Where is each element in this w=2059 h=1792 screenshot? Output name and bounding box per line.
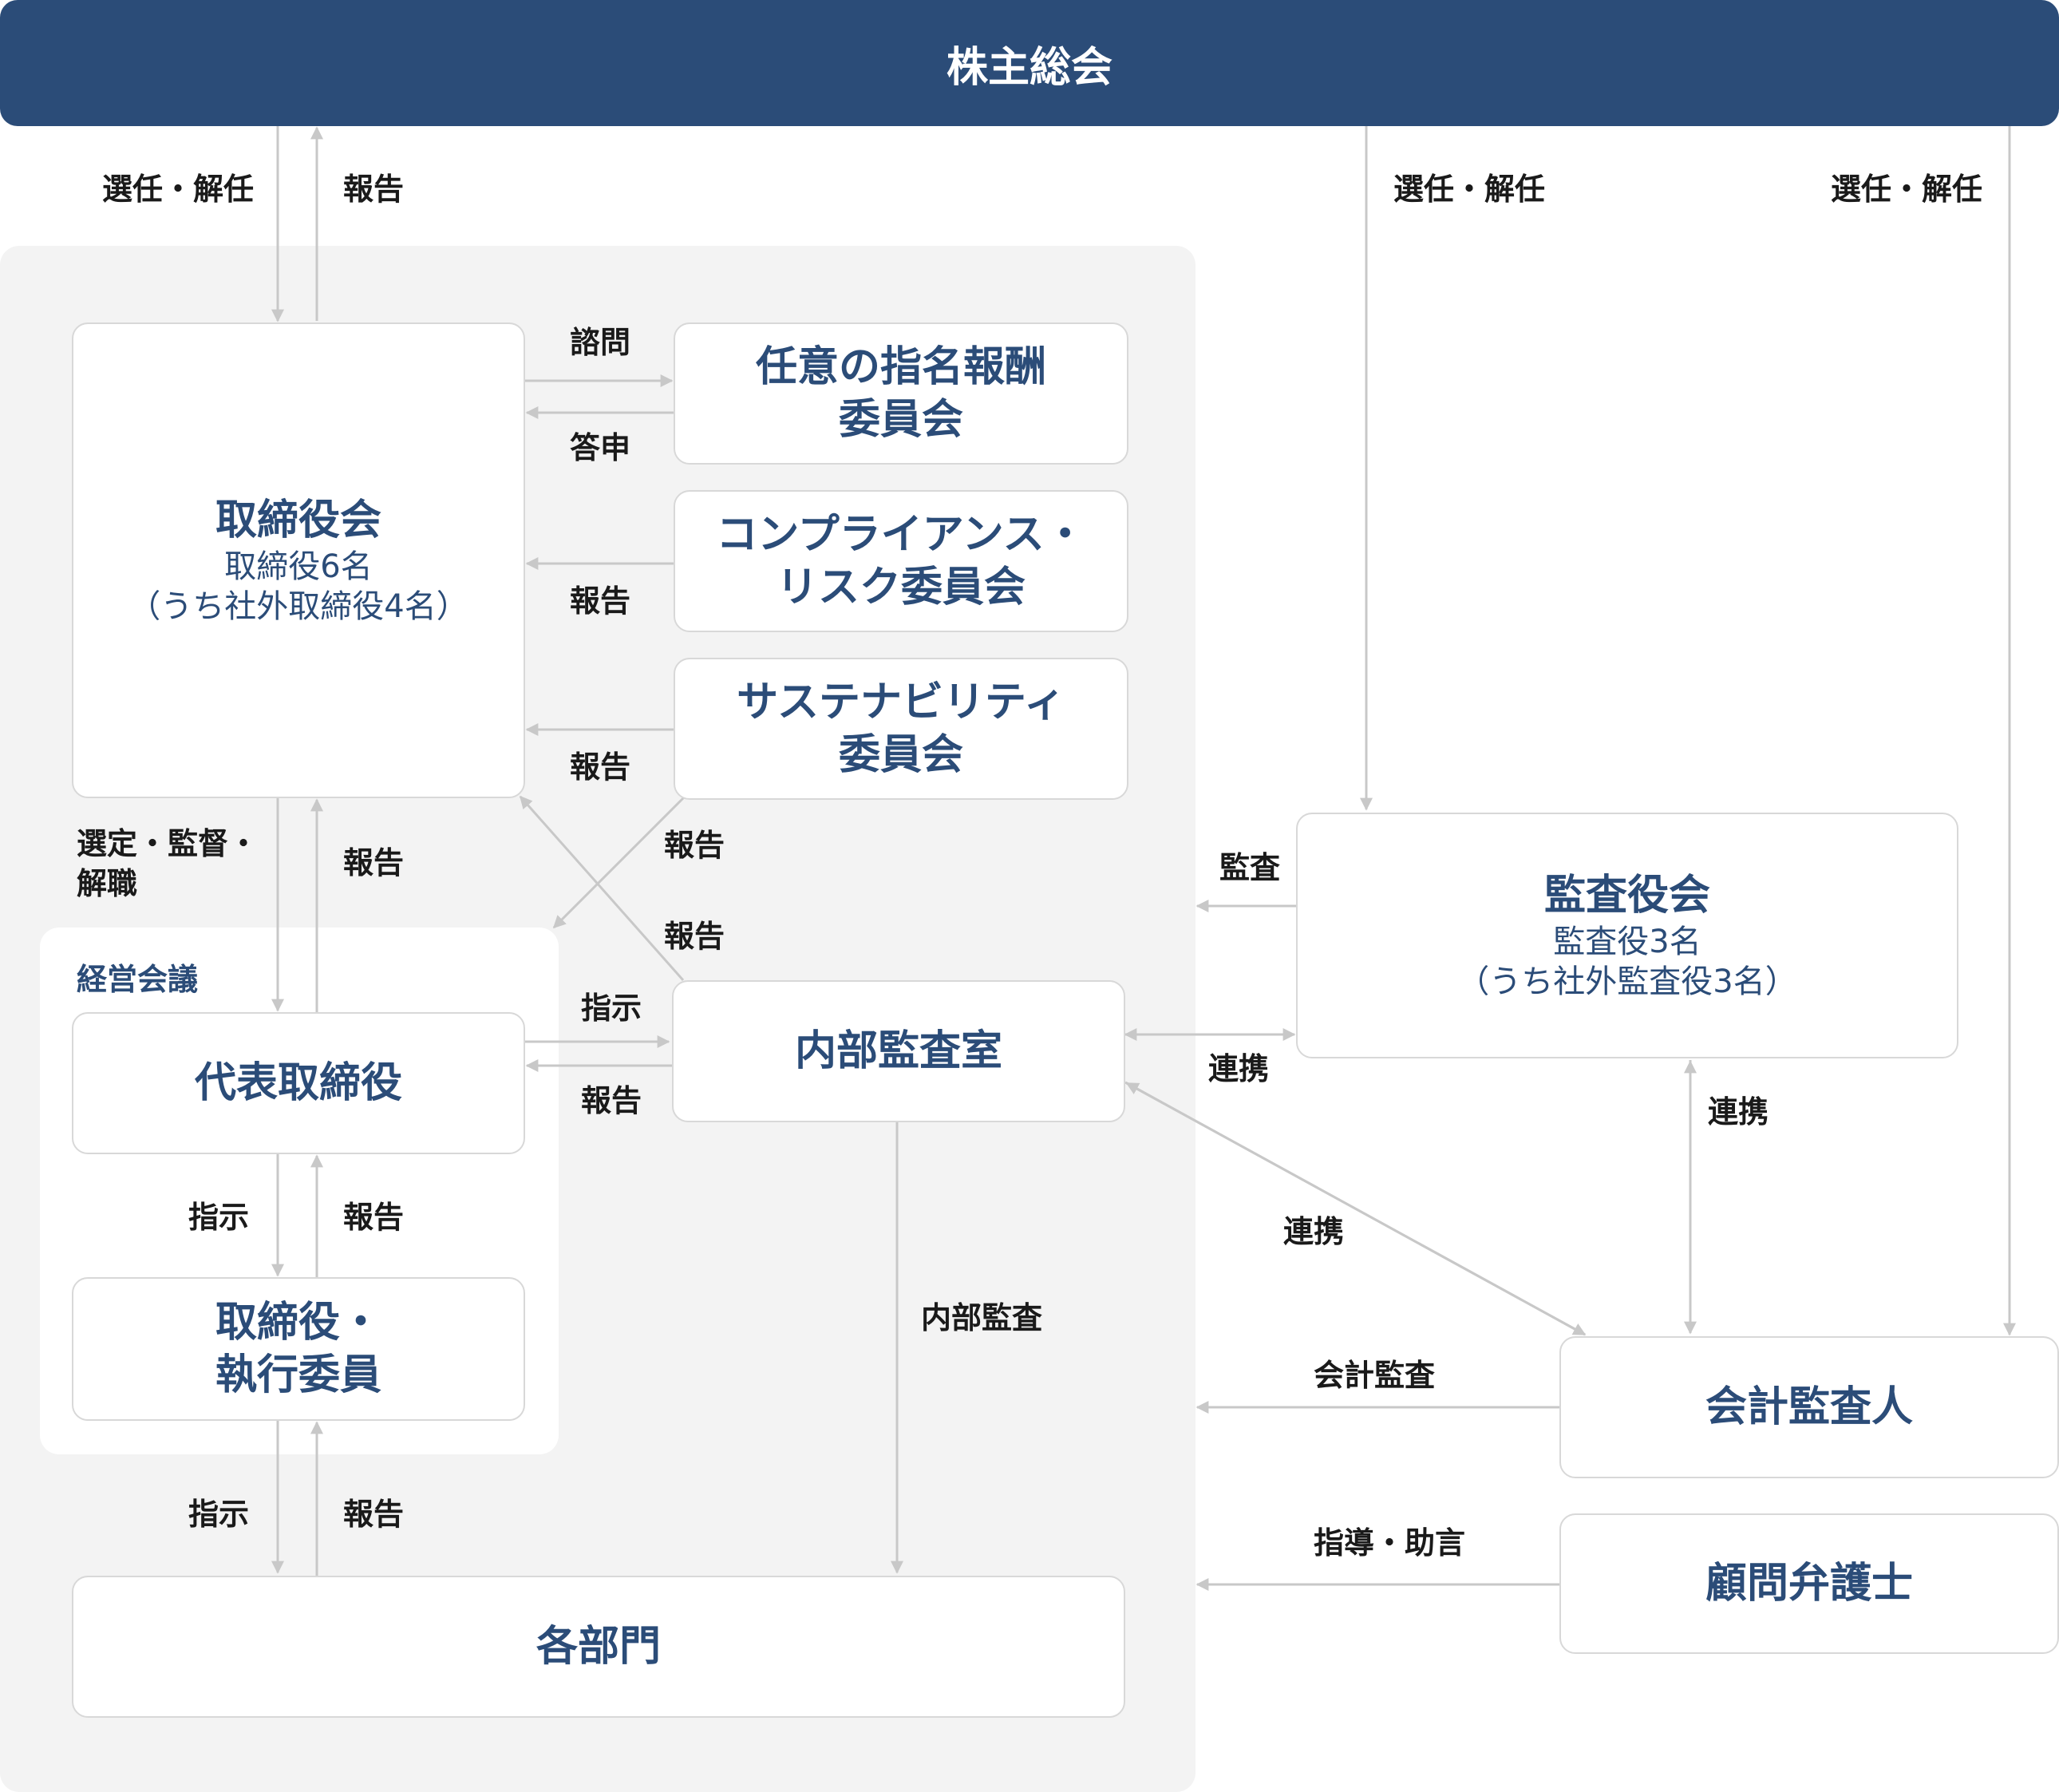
- nomination-line2: 委員会: [838, 396, 963, 444]
- label-report-exec-to-rep: 報告: [343, 1200, 405, 1235]
- label-elect-dismiss-board: 選任・解任: [102, 172, 255, 207]
- compliance-line2: リスク委員会: [776, 564, 1026, 611]
- label-cooperate-office-audit-board: 連携: [1208, 1051, 1270, 1086]
- executives-line1: 取締役・: [215, 1299, 381, 1347]
- label-elect-dismiss-audit-board: 選任・解任: [1393, 172, 1546, 207]
- label-select-supervise-line1: 選定・監督・: [77, 826, 259, 861]
- directors-executive-officers-box: 取締役・ 執行委員: [72, 1277, 525, 1421]
- legal-advisor-title: 顧問弁護士: [1705, 1560, 1913, 1608]
- compliance-line1: コンプライアンス・: [716, 511, 1086, 559]
- sustainability-line1: サステナビリティ: [737, 678, 1065, 726]
- shareholders-meeting-bar: 株主総会: [0, 0, 2059, 126]
- label-select-supervise-line2: 解職: [77, 866, 138, 901]
- board-members: 取締役6名: [224, 548, 373, 585]
- label-instruct-rep-to-office: 指示: [581, 991, 642, 1026]
- label-report-diagonal-1: 報告: [664, 828, 725, 863]
- accounting-auditor-box: 会計監査人: [1559, 1336, 2059, 1478]
- nomination-line1: 任意の指名報酬: [755, 343, 1046, 391]
- label-report-rep-to-board: 報告: [343, 845, 405, 880]
- label-cooperate-audit-board-auditor: 連携: [1708, 1094, 1769, 1129]
- board-title: 取締役会: [215, 496, 381, 544]
- label-audit: 監査: [1219, 850, 1281, 885]
- label-consult: 諮問: [570, 325, 631, 360]
- audit-board-box: 監査役会 監査役3名 （うち社外監査役3名）: [1296, 813, 1958, 1058]
- audit-board-members: 監査役3名: [1553, 924, 1701, 960]
- label-report-office-to-rep: 報告: [581, 1083, 642, 1118]
- label-instruct-exec-to-dept: 指示: [188, 1497, 250, 1532]
- label-internal-audit: 内部監査: [921, 1300, 1043, 1335]
- internal-audit-office-title: 内部監査室: [794, 1027, 1002, 1075]
- sustainability-line2: 委員会: [838, 731, 963, 779]
- departments-box: 各部門: [72, 1576, 1125, 1718]
- label-accounting-audit: 会計監査: [1314, 1358, 1436, 1393]
- audit-board-outside-members: （うち社外監査役3名）: [1457, 963, 1797, 1000]
- management-meeting-label: 経営会議: [77, 962, 199, 997]
- departments-title: 各部門: [535, 1623, 661, 1671]
- label-report-diagonal-2: 報告: [664, 919, 725, 954]
- label-guidance-advice: 指導・助言: [1314, 1525, 1466, 1561]
- compliance-risk-committee-box: コンプライアンス・ リスク委員会: [674, 490, 1128, 632]
- executives-line2: 執行委員: [215, 1351, 381, 1399]
- legal-advisor-box: 顧問弁護士: [1559, 1513, 2059, 1654]
- audit-board-title: 監査役会: [1543, 872, 1710, 920]
- label-answer: 答申: [570, 430, 631, 465]
- label-report-sustainability: 報告: [570, 750, 631, 785]
- label-instruct-rep-to-exec: 指示: [188, 1200, 250, 1235]
- label-elect-dismiss-accounting-auditor: 選任・解任: [1831, 172, 1983, 207]
- board-outside-members: （うち社外取締役4名）: [128, 588, 468, 625]
- representative-title: 代表取締役: [194, 1059, 402, 1107]
- accounting-auditor-title: 会計監査人: [1705, 1383, 1913, 1431]
- sustainability-committee-box: サステナビリティ 委員会: [674, 658, 1128, 800]
- shareholders-meeting-title: 株主総会: [946, 43, 1112, 92]
- board-of-directors-box: 取締役会 取締役6名 （うち社外取締役4名）: [72, 322, 525, 798]
- internal-audit-office-box: 内部監査室: [672, 980, 1125, 1122]
- representative-director-box: 代表取締役: [72, 1012, 525, 1154]
- label-report-dept-to-exec: 報告: [343, 1497, 405, 1532]
- label-report-compliance: 報告: [570, 583, 631, 619]
- nomination-compensation-committee-box: 任意の指名報酬 委員会: [674, 322, 1128, 465]
- label-cooperate-office-auditor: 連携: [1283, 1214, 1345, 1249]
- label-report-to-shareholders: 報告: [343, 172, 405, 207]
